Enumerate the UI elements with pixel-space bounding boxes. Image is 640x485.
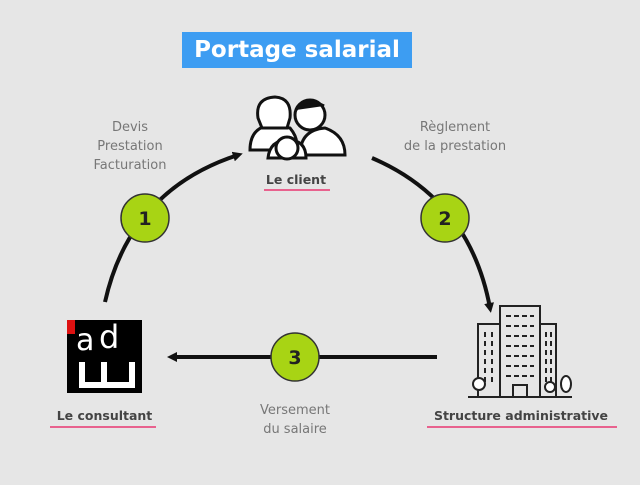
client-label: Le client (265, 172, 327, 187)
building-icon (468, 305, 572, 398)
svg-text:a: a (76, 323, 94, 358)
consultant-logo: a d (67, 318, 142, 393)
structure-underline (427, 426, 617, 428)
step-2-description: Règlement de la prestation (395, 118, 515, 156)
step-1-line: Devis (111, 120, 149, 135)
step-1-badge: 1 (120, 193, 170, 243)
step-1-number: 1 (138, 208, 151, 230)
step-2-line: de la prestation (403, 139, 507, 154)
svg-text:d: d (99, 318, 119, 356)
step-2-line: Règlement (419, 120, 491, 135)
step-2-number: 2 (438, 208, 451, 230)
people-icon (248, 95, 347, 161)
client-underline (264, 189, 330, 191)
step-3-number: 3 (288, 347, 301, 369)
consultant-label: Le consultant (56, 408, 153, 423)
step-3-description: Versement du salaire (240, 401, 350, 439)
diagram-title: Portage salarial (182, 32, 412, 68)
step-3-line: du salaire (263, 422, 327, 437)
consultant-underline (50, 426, 156, 428)
structure-label: Structure administrative (433, 408, 609, 423)
step-3-line: Versement (260, 403, 330, 418)
step-3-badge: 3 (270, 332, 320, 382)
step-1-line: Prestation (97, 139, 163, 154)
step-1-description: Devis Prestation Facturation (80, 118, 180, 175)
step-1-line: Facturation (93, 158, 167, 173)
step-2-badge: 2 (420, 193, 470, 243)
